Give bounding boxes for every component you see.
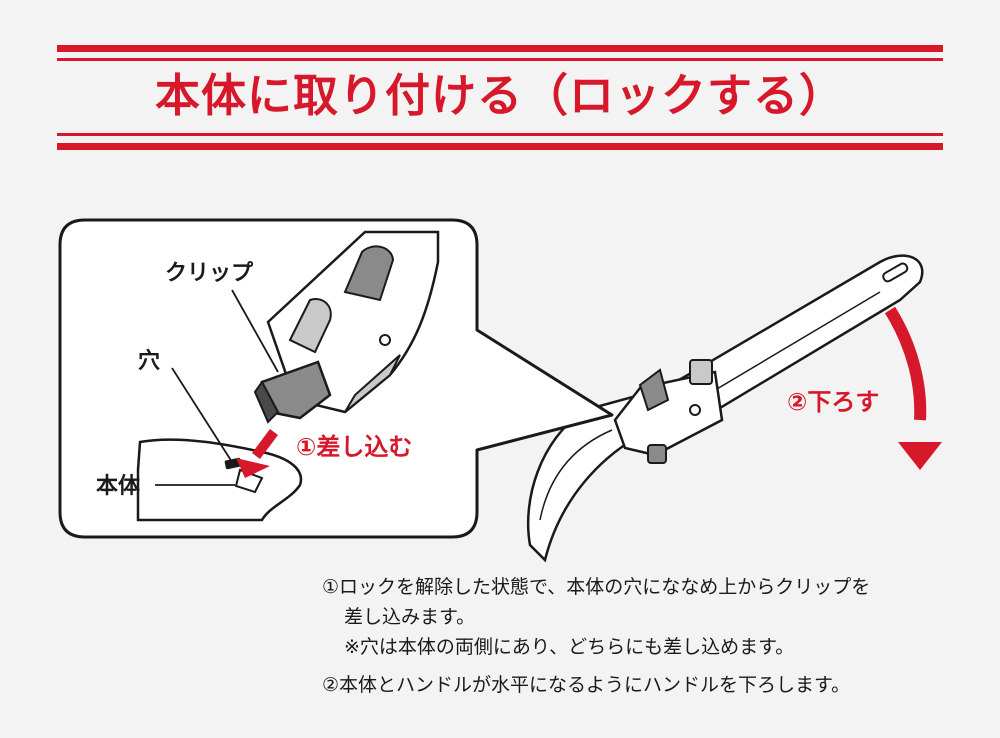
callout-clip-jaw bbox=[253, 380, 280, 424]
hole-leader-line bbox=[171, 367, 233, 463]
step1-label: ①差し込む bbox=[296, 433, 412, 461]
handle-tab bbox=[689, 359, 713, 385]
title-rule-bottom-thin bbox=[57, 133, 943, 136]
body-label: 本体 bbox=[96, 474, 141, 499]
step2-arrow-shaft bbox=[884, 306, 927, 421]
callout-body-edge bbox=[234, 468, 264, 494]
callout-clip-tab bbox=[343, 245, 395, 302]
clip-label: クリップ bbox=[165, 261, 254, 286]
step2-arrow bbox=[884, 306, 942, 470]
hole-label: 穴 bbox=[138, 348, 160, 374]
step1-arrow-head bbox=[236, 458, 270, 478]
title-rule-bottom-thick bbox=[57, 143, 943, 150]
handle-slot bbox=[882, 262, 909, 283]
callout-clip-lever bbox=[288, 298, 332, 354]
callout-clip-side bbox=[344, 354, 401, 413]
handle-knob bbox=[647, 444, 667, 464]
instructions: ①ロックを解除した状態で、本体の穴にななめ上からクリップを 差し込みます。 ※穴… bbox=[322, 572, 962, 700]
handle-lever bbox=[638, 368, 670, 412]
title-rule-top-thick bbox=[57, 45, 943, 52]
title-rule-top-thin bbox=[57, 58, 943, 61]
pan-and-handle bbox=[526, 254, 924, 563]
callout-body-plate bbox=[136, 438, 303, 522]
handle-inner-line bbox=[689, 291, 881, 406]
handle-rivet bbox=[689, 404, 701, 416]
step2-label: ②下ろす bbox=[787, 388, 879, 416]
instruction-step2: ②本体とハンドルが水平になるようにハンドルを下ろします。 bbox=[322, 674, 851, 696]
instruction-step1-note: ※穴は本体の両側にあり、どちらにも差し込めます。 bbox=[344, 636, 795, 658]
callout-clip-rivet bbox=[379, 334, 391, 346]
clip-leader-line bbox=[231, 289, 279, 373]
pan-rim bbox=[539, 429, 613, 521]
step1-arrow bbox=[236, 429, 278, 478]
page-title: 本体に取り付ける（ロックする） bbox=[154, 69, 845, 122]
instruction-step1-line1: ①ロックを解除した状態で、本体の穴にななめ上からクリップを bbox=[322, 576, 871, 598]
instruction-step1-line2: 差し込みます。 bbox=[344, 606, 476, 628]
step1-arrow-shaft bbox=[252, 429, 278, 459]
step2-arrow-head bbox=[898, 442, 942, 470]
